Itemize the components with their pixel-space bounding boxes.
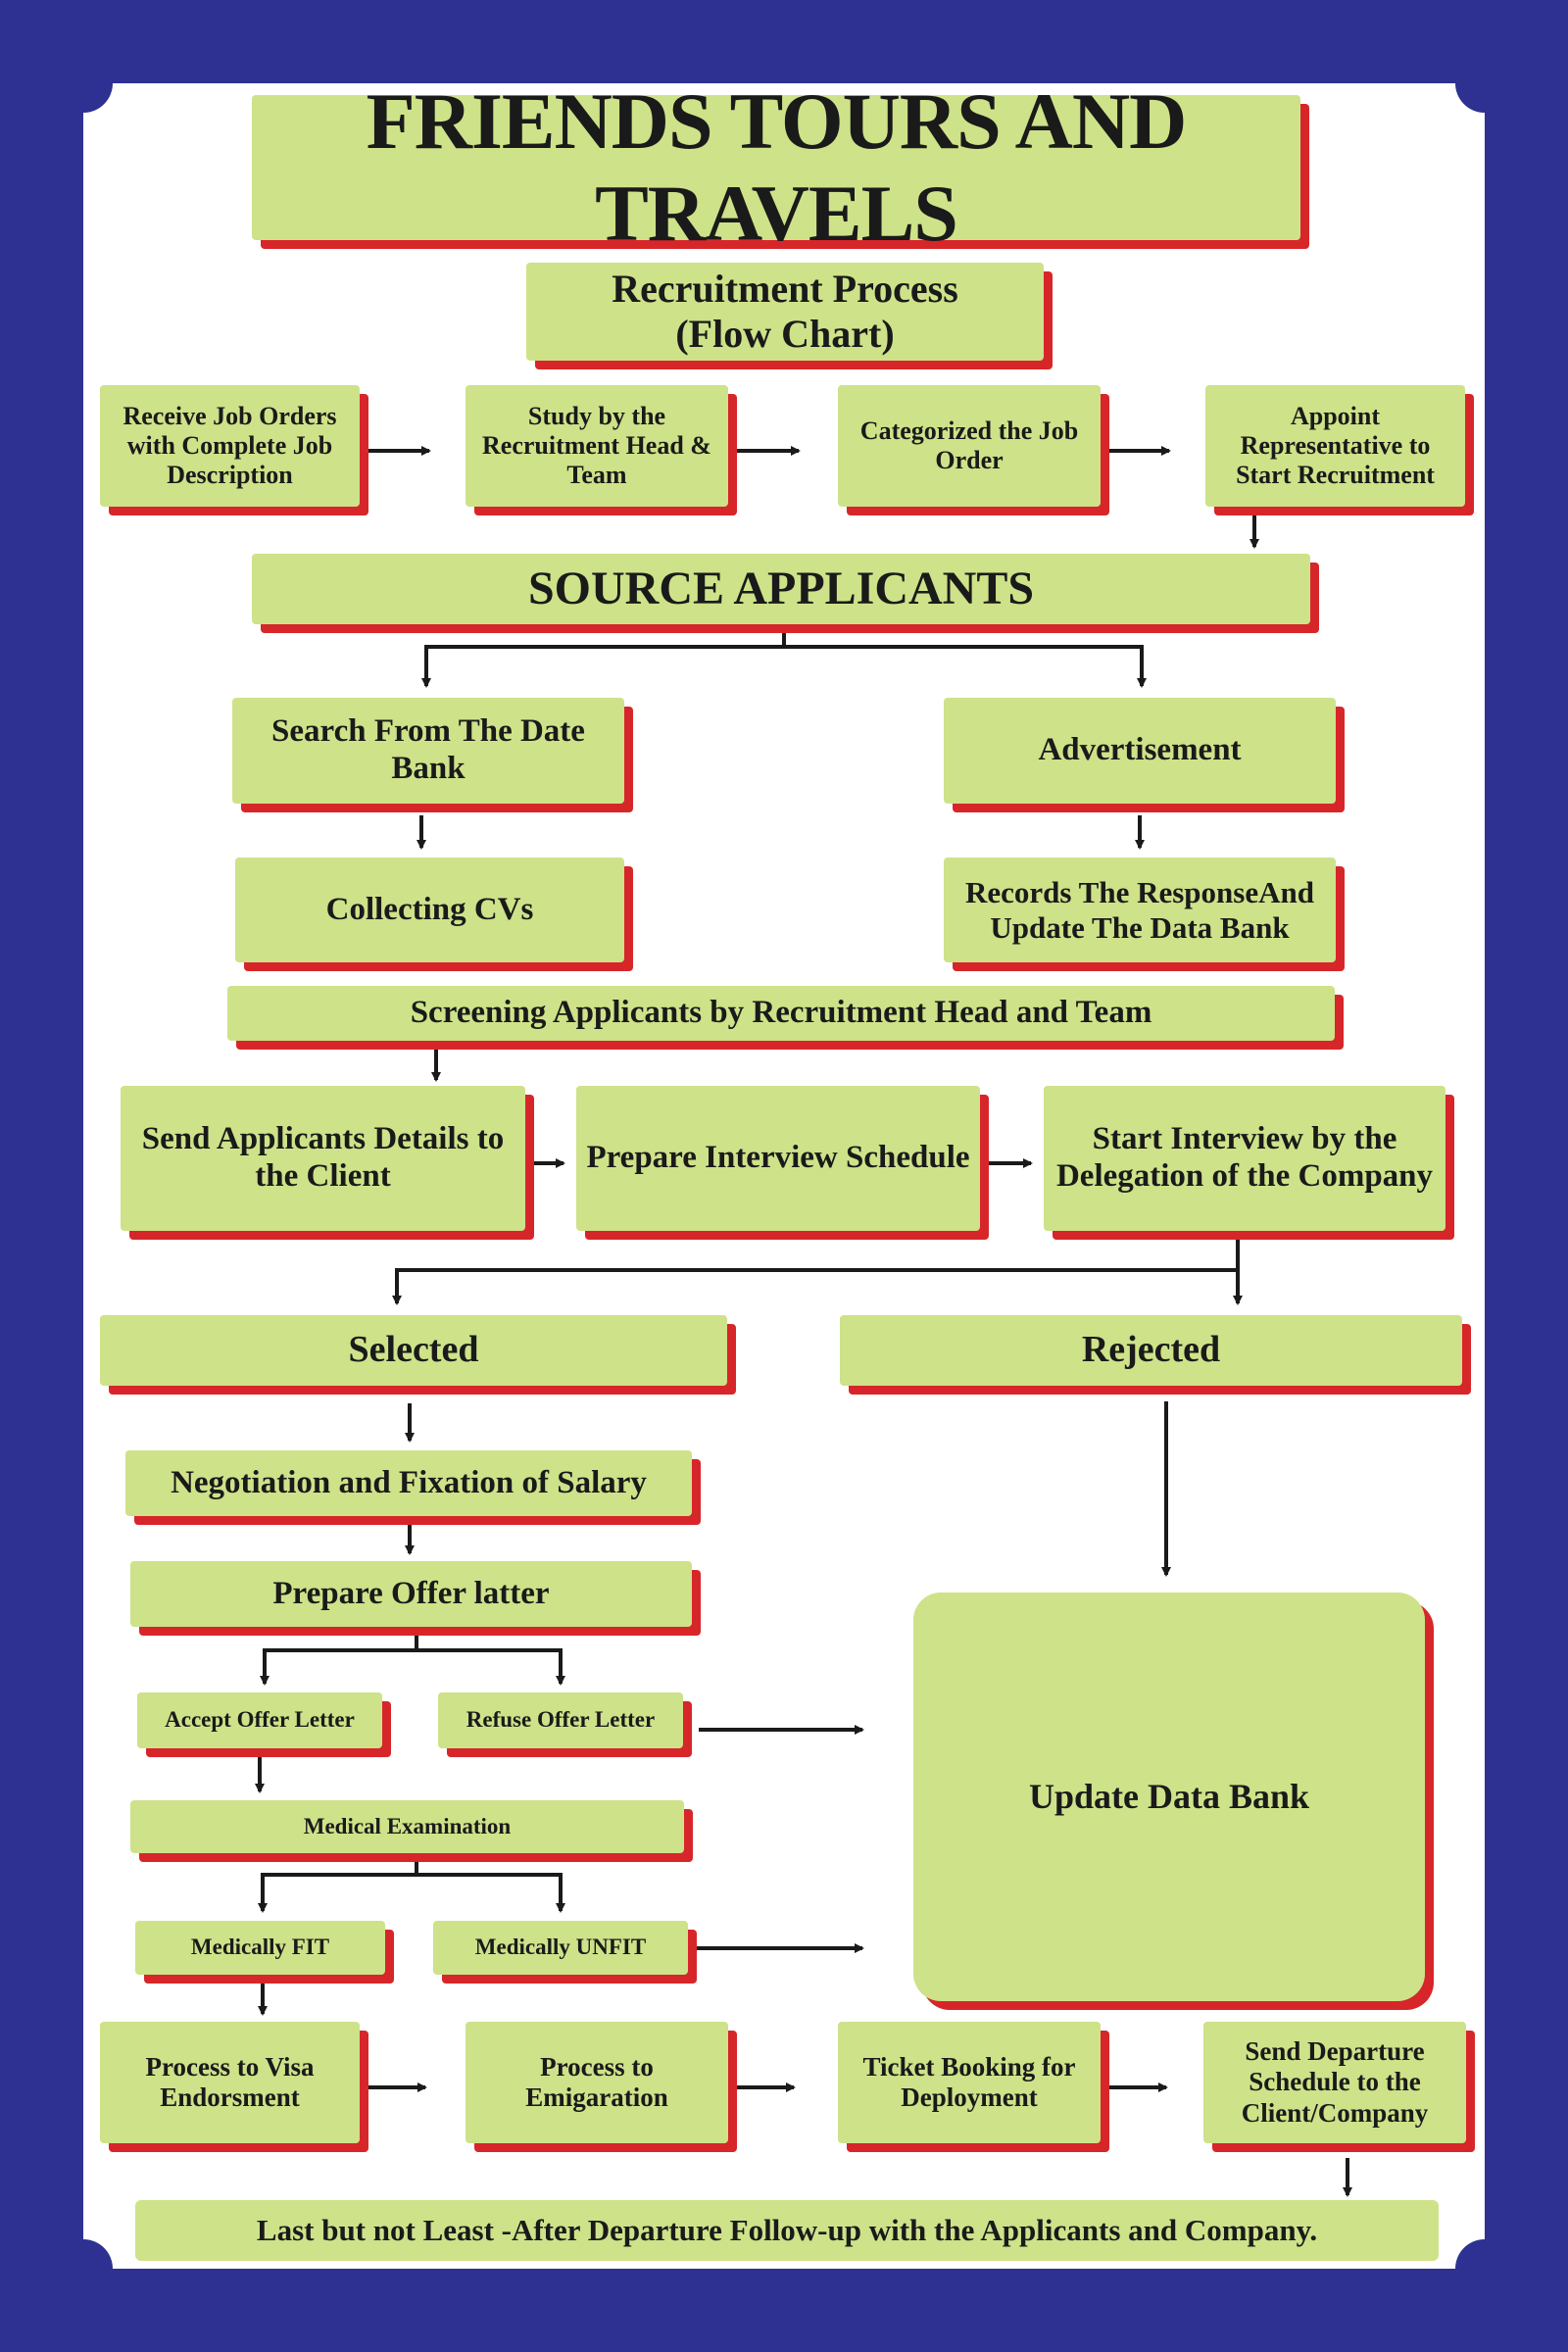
panel-corner-bottom-right [1455, 2239, 1514, 2298]
step-search-data-bank: Search From The Date Bank [232, 698, 624, 804]
step-search-label: Search From The Date Bank [271, 713, 585, 786]
step-receive-orders: Receive Job Orders with Complete Job Des… [100, 385, 360, 507]
step-followup-label: Last but not Least -After Departure Foll… [256, 2213, 1318, 2248]
panel-corner-top-right [1455, 54, 1514, 113]
step-emigration: Process to Emigaration [466, 2022, 728, 2143]
step-start-interview: Start Interview by the Delegation of the… [1044, 1086, 1446, 1231]
step-medically-unfit: Medically UNFIT [433, 1921, 688, 1975]
step-departure: Send Departure Schedule to the Client/Co… [1203, 2022, 1466, 2143]
step-visa: Process to Visa Endorsment [100, 2022, 360, 2143]
step-prepare-interview: Prepare Interview Schedule [576, 1086, 980, 1231]
step-accept-offer: Accept Offer Letter [137, 1692, 382, 1748]
step-selected: Selected [100, 1315, 727, 1386]
step-send-details-label: Send Applicants Details to the Client [141, 1121, 505, 1194]
step-source-label: SOURCE APPLICANTS [527, 563, 1035, 615]
step-screening-label: Screening Applicants by Recruitment Head… [410, 995, 1152, 1031]
step-fit-label: Medically FIT [190, 1935, 330, 1960]
subtitle-line-1: Recruitment Process [612, 267, 958, 311]
step-study-label: Study by the Recruitment Head & Team [482, 402, 711, 489]
company-title: FRIENDS TOURS AND TRAVELS [252, 76, 1300, 258]
company-title-text: FRIENDS TOURS AND TRAVELS [366, 75, 1188, 258]
step-appoint-label: Appoint Representative to Start Recruitm… [1236, 402, 1435, 489]
step-medical-label: Medical Examination [303, 1813, 512, 1838]
step-negotiation-label: Negotiation and Fixation of Salary [171, 1464, 647, 1500]
subtitle-box: Recruitment Process (Flow Chart) [526, 263, 1044, 361]
step-prepare-offer: Prepare Offer latter [130, 1561, 692, 1627]
step-categorized-label: Categorized the Job Order [859, 416, 1079, 474]
step-emigration-label: Process to Emigaration [525, 2051, 668, 2112]
step-study: Study by the Recruitment Head & Team [466, 385, 728, 507]
panel-corner-top-left [54, 54, 113, 113]
step-unfit-label: Medically UNFIT [474, 1935, 647, 1960]
step-medically-fit: Medically FIT [135, 1921, 385, 1975]
step-departure-label: Send Departure Schedule to the Client/Co… [1241, 2036, 1429, 2128]
step-records-label: Records The ResponseAnd Update The Data … [965, 874, 1314, 945]
step-prepare-interview-label: Prepare Interview Schedule [586, 1140, 970, 1176]
step-medical-examination: Medical Examination [130, 1800, 684, 1853]
step-advertisement: Advertisement [944, 698, 1336, 804]
step-prepare-offer-label: Prepare Offer latter [272, 1575, 550, 1611]
step-selected-label: Selected [348, 1329, 479, 1371]
step-refuse-offer-label: Refuse Offer Letter [466, 1707, 656, 1733]
step-ticket: Ticket Booking for Deployment [838, 2022, 1101, 2143]
step-send-details: Send Applicants Details to the Client [121, 1086, 525, 1231]
step-advertisement-label: Advertisement [1038, 732, 1242, 768]
step-collecting-label: Collecting CVs [325, 891, 534, 927]
step-accept-offer-label: Accept Offer Letter [165, 1707, 355, 1733]
step-start-interview-label: Start Interview by the Delegation of the… [1055, 1121, 1434, 1194]
step-categorized: Categorized the Job Order [838, 385, 1101, 507]
subtitle-line-2: (Flow Chart) [675, 312, 895, 356]
step-visa-label: Process to Visa Endorsment [145, 2051, 315, 2112]
panel-corner-bottom-left [54, 2239, 113, 2298]
step-followup: Last but not Least -After Departure Foll… [135, 2200, 1439, 2261]
step-collecting-cvs: Collecting CVs [235, 858, 624, 962]
step-rejected-label: Rejected [1081, 1329, 1221, 1371]
step-update-bank-label: Update Data Bank [1028, 1776, 1310, 1816]
step-update-data-bank: Update Data Bank [913, 1592, 1425, 2001]
step-ticket-label: Ticket Booking for Deployment [862, 2051, 1076, 2112]
step-rejected: Rejected [840, 1315, 1462, 1386]
step-appoint: Appoint Representative to Start Recruitm… [1205, 385, 1465, 507]
step-source-applicants: SOURCE APPLICANTS [252, 554, 1310, 624]
step-receive-orders-label: Receive Job Orders with Complete Job Des… [122, 402, 337, 489]
step-records-response: Records The ResponseAnd Update The Data … [944, 858, 1336, 962]
step-negotiation: Negotiation and Fixation of Salary [125, 1450, 692, 1516]
step-refuse-offer: Refuse Offer Letter [438, 1692, 683, 1748]
step-screening: Screening Applicants by Recruitment Head… [227, 986, 1335, 1041]
